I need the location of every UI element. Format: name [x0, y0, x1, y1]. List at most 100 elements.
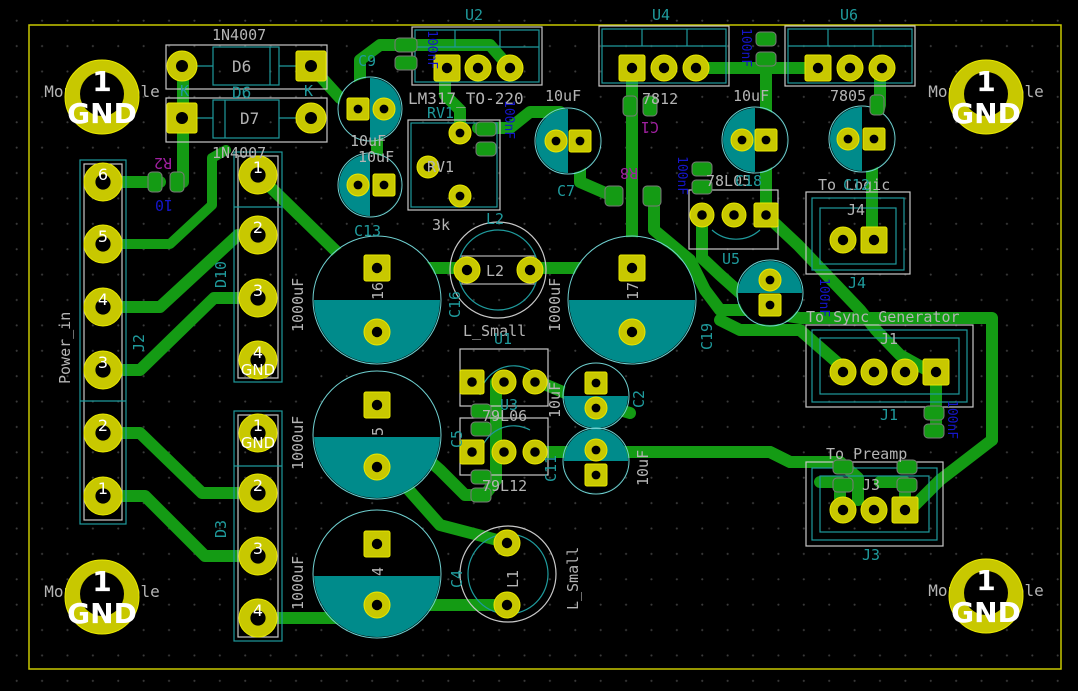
pad-net-label: GND	[241, 434, 275, 452]
j2-pin: 2	[83, 413, 123, 453]
c2-pin	[584, 396, 608, 420]
j2-pin: 6	[83, 162, 123, 202]
u5-pin	[753, 202, 779, 228]
pad-number: 6	[98, 165, 108, 184]
mounting-hole-pin: 1	[976, 65, 995, 98]
j1-silk	[805, 324, 974, 408]
c8-value: 10uF	[733, 87, 769, 105]
r2-ref: R2	[154, 154, 172, 172]
c17-value: 100nF	[944, 400, 959, 439]
l1-pin	[493, 529, 521, 557]
pad-number: 4	[98, 290, 108, 309]
d3-pin: 2	[238, 473, 278, 513]
c5-value: 1000uF	[289, 416, 307, 470]
c7-pin	[568, 129, 592, 153]
trace	[714, 314, 846, 371]
mounting-hole-net: GND	[67, 597, 137, 630]
j1-value: To Sync Generator	[806, 308, 960, 326]
u3-ref: U3	[500, 396, 518, 414]
mounting-hole-pin: 1	[976, 564, 995, 597]
u5-pin	[689, 202, 715, 228]
trace	[104, 427, 264, 499]
u5-pin	[721, 202, 747, 228]
cap-c4-body	[312, 509, 442, 639]
c3-value: 100nF	[424, 30, 439, 69]
j2-silk	[83, 163, 123, 521]
u5-ref: U5	[722, 250, 740, 268]
j1-pin	[860, 358, 888, 386]
u1-pin	[459, 369, 485, 395]
u2-ref: U2	[465, 6, 483, 24]
u4-pin	[650, 54, 678, 82]
pad-number: 3	[253, 281, 263, 300]
u6-value: 7805	[830, 87, 866, 105]
d7-pin-a	[295, 102, 327, 134]
j2-pin: 5	[83, 224, 123, 264]
j2-pin: 1	[83, 476, 123, 516]
j4-value: To Logic	[818, 176, 890, 194]
j3-value: To Preamp	[826, 445, 907, 463]
c4-pin	[363, 591, 391, 619]
c13-ref: C13	[354, 222, 381, 240]
rv1-pin	[448, 121, 472, 145]
u6-pin	[868, 54, 896, 82]
d6-pin-k	[295, 50, 327, 82]
mounting-hole-pin: 1	[92, 65, 111, 98]
u2-value: LM317_TO-220	[408, 89, 524, 108]
d7-overlap-ref: D6	[232, 83, 251, 102]
d6-fab-ref: D6	[232, 57, 251, 76]
u4-silk	[598, 25, 730, 87]
rv1-pin	[448, 184, 472, 208]
d3-courtyard	[233, 410, 283, 642]
d7-pin-k	[166, 102, 198, 134]
u2-pin	[464, 54, 492, 82]
d6-silk	[165, 44, 328, 90]
c6-value: 100nF	[501, 100, 516, 139]
l2-value: L_Small	[463, 322, 526, 340]
board-edge-cut	[28, 24, 1062, 670]
j2-pin: 3	[83, 350, 123, 390]
mounting-hole-pin: 1	[92, 565, 111, 598]
c5-pin	[363, 453, 391, 481]
c7-pin	[544, 129, 568, 153]
trace	[104, 490, 264, 562]
u3-value: 79L12	[482, 477, 527, 495]
c4-fab: 4	[369, 567, 387, 576]
c10-pin	[372, 173, 396, 197]
rv1-silk	[407, 119, 501, 211]
c15-value: 100nF	[738, 28, 753, 67]
d3-pin: 3	[238, 536, 278, 576]
d10-pin: 4	[238, 340, 278, 380]
d10-pin: 1	[238, 155, 278, 195]
c5-fab: 5	[369, 427, 387, 436]
d6-k-label: K	[180, 82, 189, 100]
rv1-fab: RV1	[427, 158, 454, 176]
c12-pin	[862, 127, 886, 151]
j1-pin	[829, 358, 857, 386]
c11-ref: C11	[542, 455, 560, 482]
c9-pin	[372, 97, 396, 121]
c1-ref: C1	[641, 118, 659, 136]
d10-pin: 2	[238, 215, 278, 255]
l2-silk	[449, 221, 547, 319]
c8-pin	[754, 128, 778, 152]
pad-number: 1	[253, 416, 263, 435]
c13-pin	[363, 254, 391, 282]
j3-ref: J3	[862, 546, 880, 564]
c7-value: 10uF	[545, 87, 581, 105]
j3-pin	[891, 496, 919, 524]
c16-fab: 17	[624, 282, 642, 300]
rv1-ref: RV1	[427, 104, 454, 122]
l1-fab: L1	[504, 570, 522, 588]
smd-pads	[147, 31, 945, 503]
pad-number: 5	[98, 227, 108, 246]
u2-pin	[433, 54, 461, 82]
c4-pin	[363, 530, 391, 558]
mounting-hole-net: GND	[951, 97, 1021, 130]
u3-pin	[491, 439, 517, 465]
pad-number: 3	[98, 353, 108, 372]
c2-pin	[584, 371, 608, 395]
